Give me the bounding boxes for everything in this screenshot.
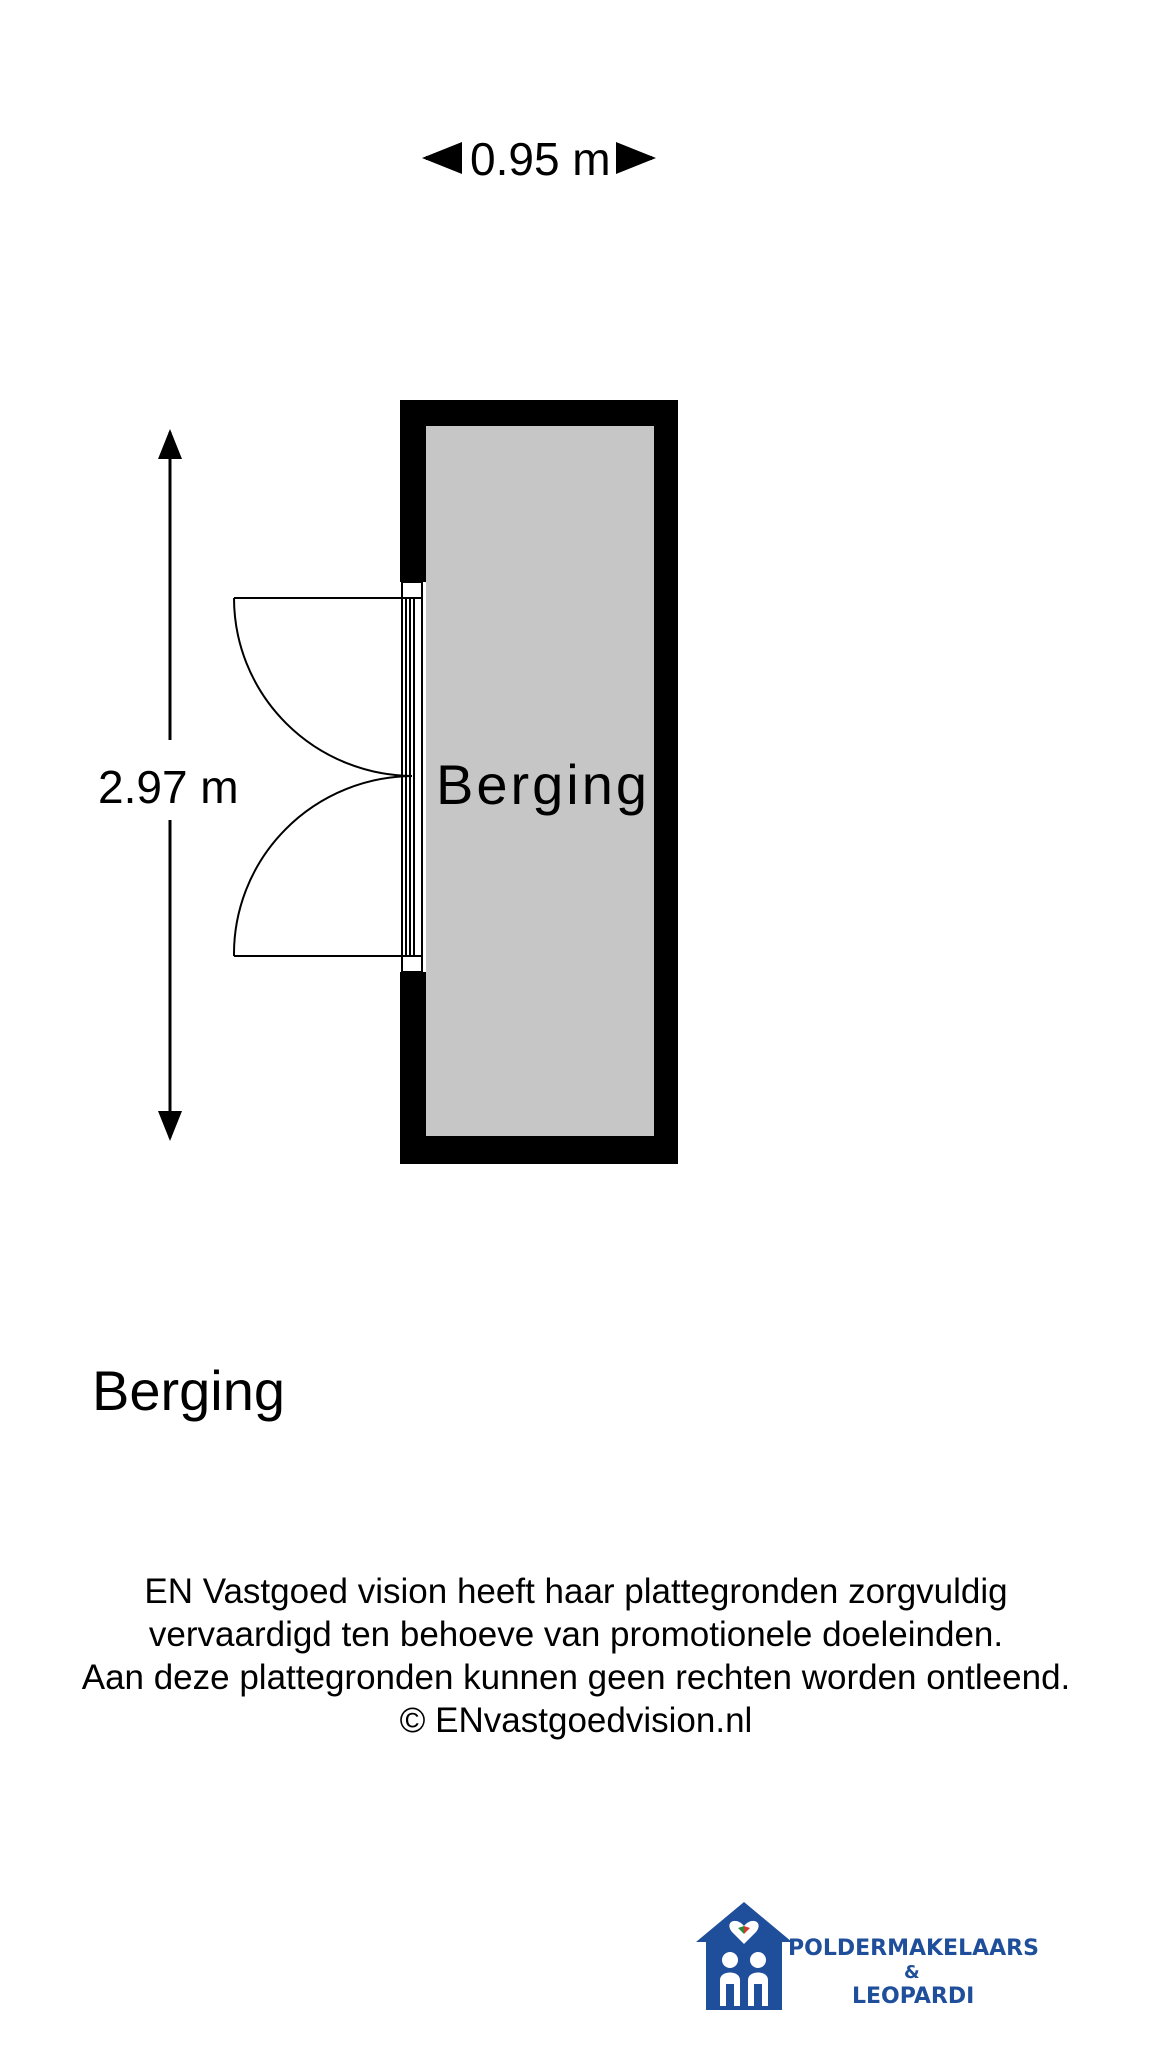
wall-left-lower: [400, 972, 426, 1164]
disclaimer-line: Aan deze plattegronden kunnen geen recht…: [81, 1658, 1071, 1697]
door-swing-lower: [232, 775, 413, 957]
logo-text-line2: &: [904, 1962, 920, 1983]
wall-top: [400, 400, 678, 426]
disclaimer-line: © ENvastgoedvision.nl: [399, 1701, 753, 1740]
storage-room: [400, 400, 678, 1164]
disclaimer-text: EN Vastgoed vision heeft haar plattegron…: [0, 1570, 1152, 1742]
logo-text-line3: LEOPARDI: [852, 1984, 975, 2009]
width-dimension-label: 0.95 m: [470, 133, 611, 185]
double-door: [232, 597, 423, 957]
door-jamb-bottom: [401, 955, 423, 973]
room-label: Berging: [436, 753, 651, 816]
door-jamb-top: [401, 581, 423, 599]
logo-text-line1: POLDERMAKELAARS: [788, 1936, 1039, 1961]
floor-title: Berging: [92, 1359, 286, 1422]
disclaimer-line: EN Vastgoed vision heeft haar plattegron…: [144, 1572, 1008, 1611]
wall-left-upper: [400, 400, 426, 582]
room-floor: [426, 426, 654, 1136]
door-swing-upper: [233, 597, 413, 777]
company-logo: POLDERMAKELAARS & LEOPARDI: [618, 1880, 1128, 2048]
height-dimension-label: 2.97 m: [98, 761, 239, 813]
disclaimer-line: vervaardigd ten behoeve van promotionele…: [148, 1615, 1004, 1654]
wall-right: [654, 400, 678, 1164]
wall-bottom: [400, 1136, 678, 1164]
house-logo-icon: [696, 1902, 792, 2010]
